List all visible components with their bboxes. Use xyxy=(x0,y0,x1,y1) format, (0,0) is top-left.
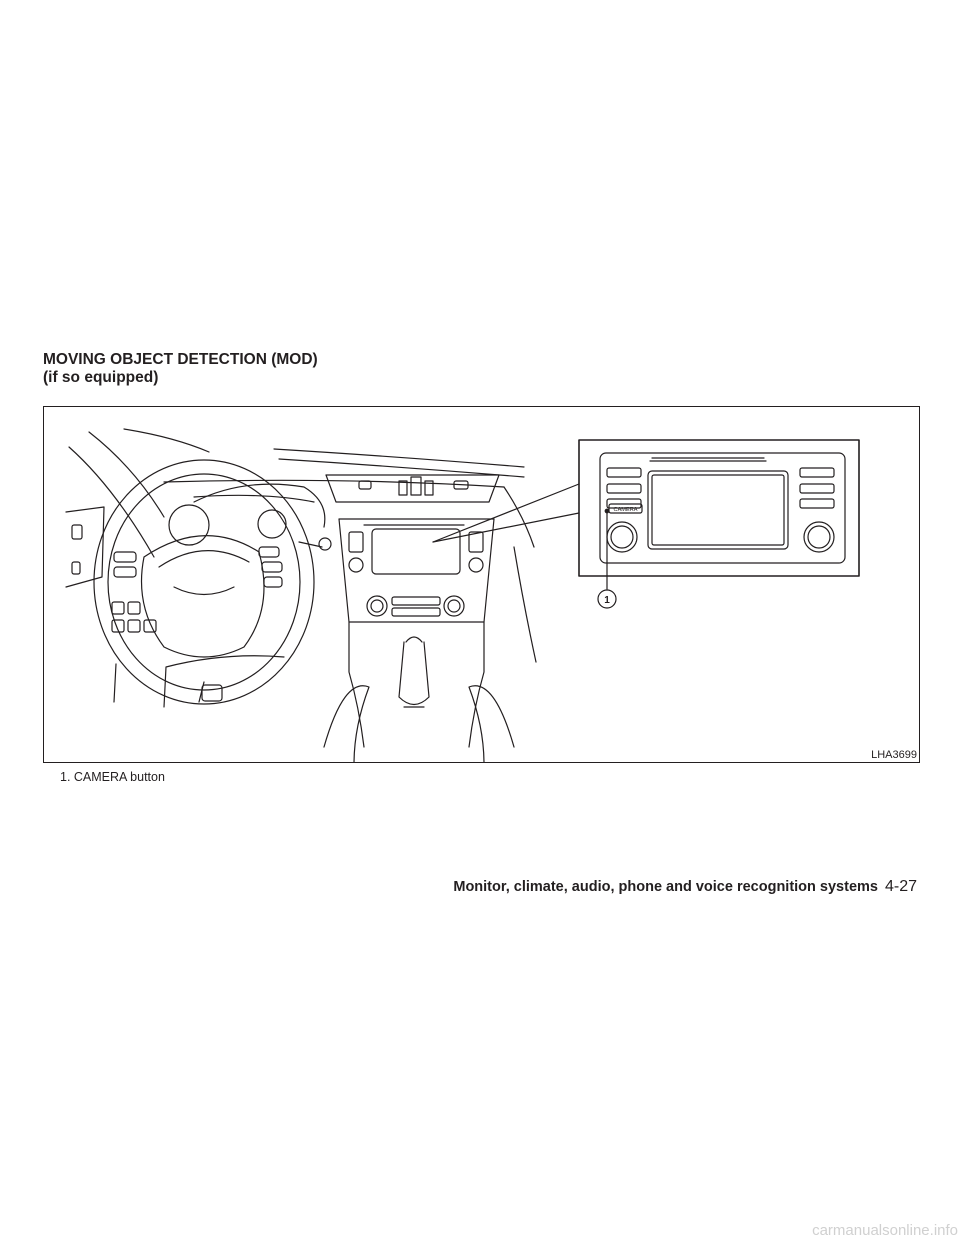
callout-circle xyxy=(597,589,617,609)
audio-unit-screen xyxy=(647,470,789,550)
page-footer: Monitor, climate, audio, phone and voice… xyxy=(453,878,917,896)
dashboard-figure: CAMERA 1 LHA3699 xyxy=(43,406,920,763)
camera-button-label: CAMERA xyxy=(614,507,638,513)
dashboard-illustration: CAMERA 1 xyxy=(65,428,860,762)
console-right xyxy=(468,621,485,748)
section-heading: MOVING OBJECT DETECTION (MOD) (if so equ… xyxy=(43,351,318,387)
callout-number: 1 xyxy=(604,595,610,606)
figure-code: LHA3699 xyxy=(871,749,917,761)
steering-wheel-rim xyxy=(93,459,315,705)
figure-caption: 1. CAMERA button xyxy=(60,770,165,784)
section-heading-subtitle: (if so equipped) xyxy=(43,369,159,386)
a-pillar-line xyxy=(68,446,155,558)
footer-section-title: Monitor, climate, audio, phone and voice… xyxy=(453,879,878,895)
center-display xyxy=(371,528,461,575)
center-vents xyxy=(325,474,500,503)
console-left xyxy=(348,621,365,748)
page-number: 4-27 xyxy=(884,878,917,895)
audio-unit-inset xyxy=(578,439,860,577)
watermark: carmanualsonline.info xyxy=(812,1222,958,1239)
section-heading-title: MOVING OBJECT DETECTION (MOD) xyxy=(43,351,318,368)
camera-button xyxy=(608,503,643,514)
steering-hub xyxy=(141,535,265,658)
